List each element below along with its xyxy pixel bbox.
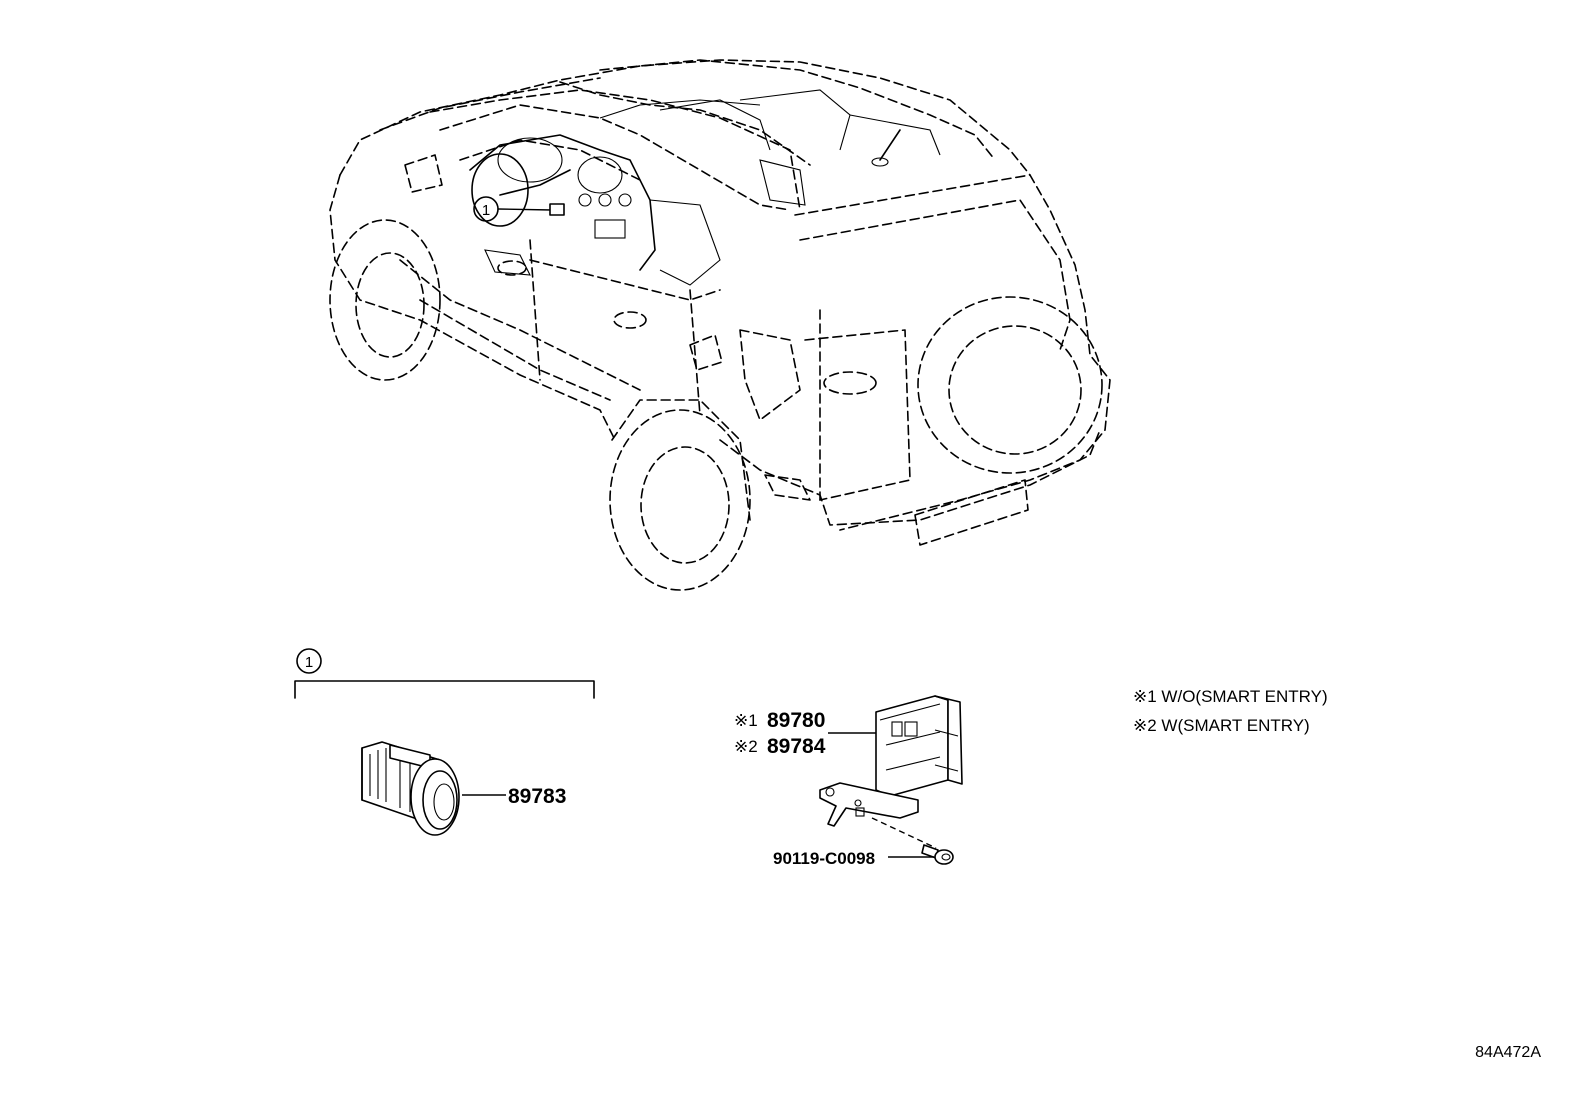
group-1-assembly: 1 89783 bbox=[294, 648, 595, 836]
ecu-variant-mark-2: ※2 bbox=[734, 737, 758, 756]
vehicle-callout-number: 1 bbox=[482, 202, 490, 219]
sensor-location-marker bbox=[549, 203, 565, 216]
sensor-part-drawing bbox=[361, 741, 460, 836]
ecu-part-number-1: 89780 bbox=[767, 709, 825, 732]
ecu-variant-mark-1: ※1 bbox=[734, 711, 758, 730]
illustration-reference-code: 84A472A bbox=[1475, 1044, 1541, 1061]
note-without-smart-entry: ※1 W/O(SMART ENTRY) bbox=[1133, 687, 1328, 706]
ecu-part-drawing bbox=[819, 695, 963, 827]
sensor-part-number: 89783 bbox=[508, 785, 566, 808]
group-1-callout-number: 1 bbox=[305, 654, 313, 671]
bolt-part-drawing bbox=[921, 844, 954, 865]
ecu-part-number-2: 89784 bbox=[767, 735, 826, 758]
ecu-assembly: ※1 89780 ※2 89784 90119-C0098 bbox=[734, 695, 963, 868]
variant-notes: ※1 W/O(SMART ENTRY) ※2 W(SMART ENTRY) bbox=[1133, 687, 1328, 735]
note-with-smart-entry: ※2 W(SMART ENTRY) bbox=[1133, 716, 1310, 735]
group-1-callout-marker bbox=[296, 648, 322, 674]
vehicle-illustration: 1 bbox=[329, 59, 1111, 591]
bolt-part-number: 90119-C0098 bbox=[773, 849, 875, 868]
group-1-bracket bbox=[294, 680, 595, 699]
